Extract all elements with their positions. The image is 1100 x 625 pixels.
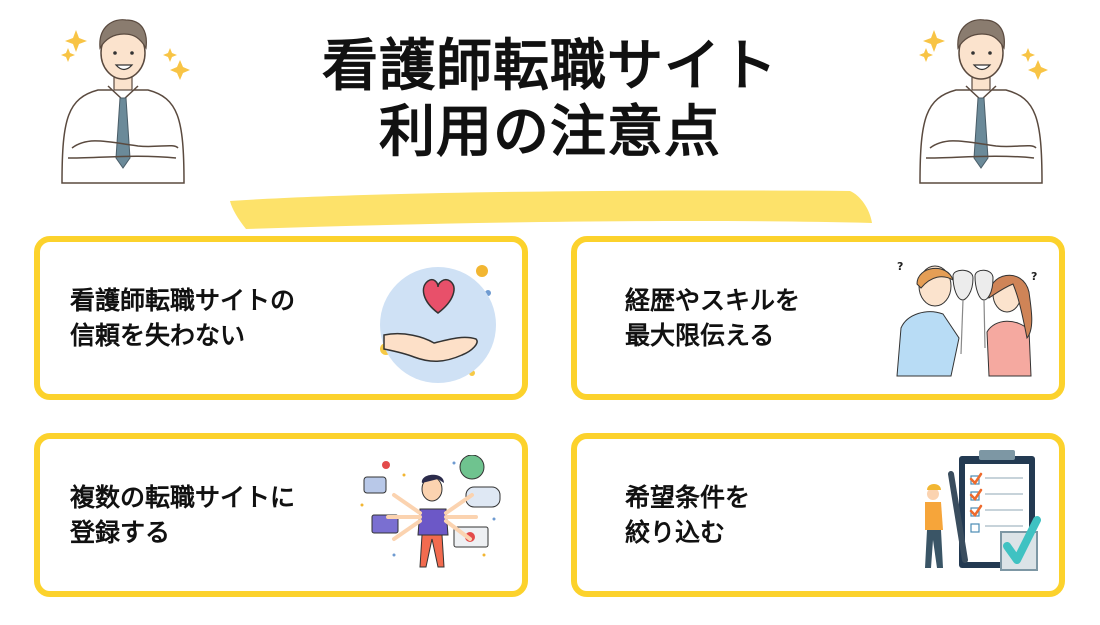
title-line-1: 看護師転職サイト [322,34,778,99]
tip-card-text: 希望条件を 絞り込む [625,483,751,547]
tip-card-text: 複数の転職サイトに 登録する [70,483,296,547]
tip-card-text: 経歴やスキルを 最大限伝える [625,286,801,350]
tip-card-register-multiple: 複数の転職サイトに 登録する [34,433,528,597]
tip-card-narrow-conditions: 希望条件を 絞り込む [571,433,1065,597]
multitasking-person-icon [360,455,501,568]
page-title: 看護師転職サイト 利用の注意点 [0,34,1100,166]
highlight-brush-stroke [230,190,872,229]
businessman-left-icon [61,19,190,184]
clipboard-checklist-icon [925,450,1041,571]
tip-card-text: 看護師転職サイトの 信頼を失わない [70,286,296,350]
tip-card-convey-skills: 経歴やスキルを 最大限伝える ? ? [571,236,1065,400]
people-holding-masks-icon: ? ? [896,260,1037,377]
title-line-2: 利用の注意点 [379,100,721,165]
tip-card-keep-trust: 看護師転職サイトの 信頼を失わない [34,236,528,400]
hand-holding-heart-icon [380,265,496,383]
svg-text:?: ? [1031,270,1037,283]
svg-text:?: ? [897,260,903,273]
businessman-right-icon [919,19,1048,184]
